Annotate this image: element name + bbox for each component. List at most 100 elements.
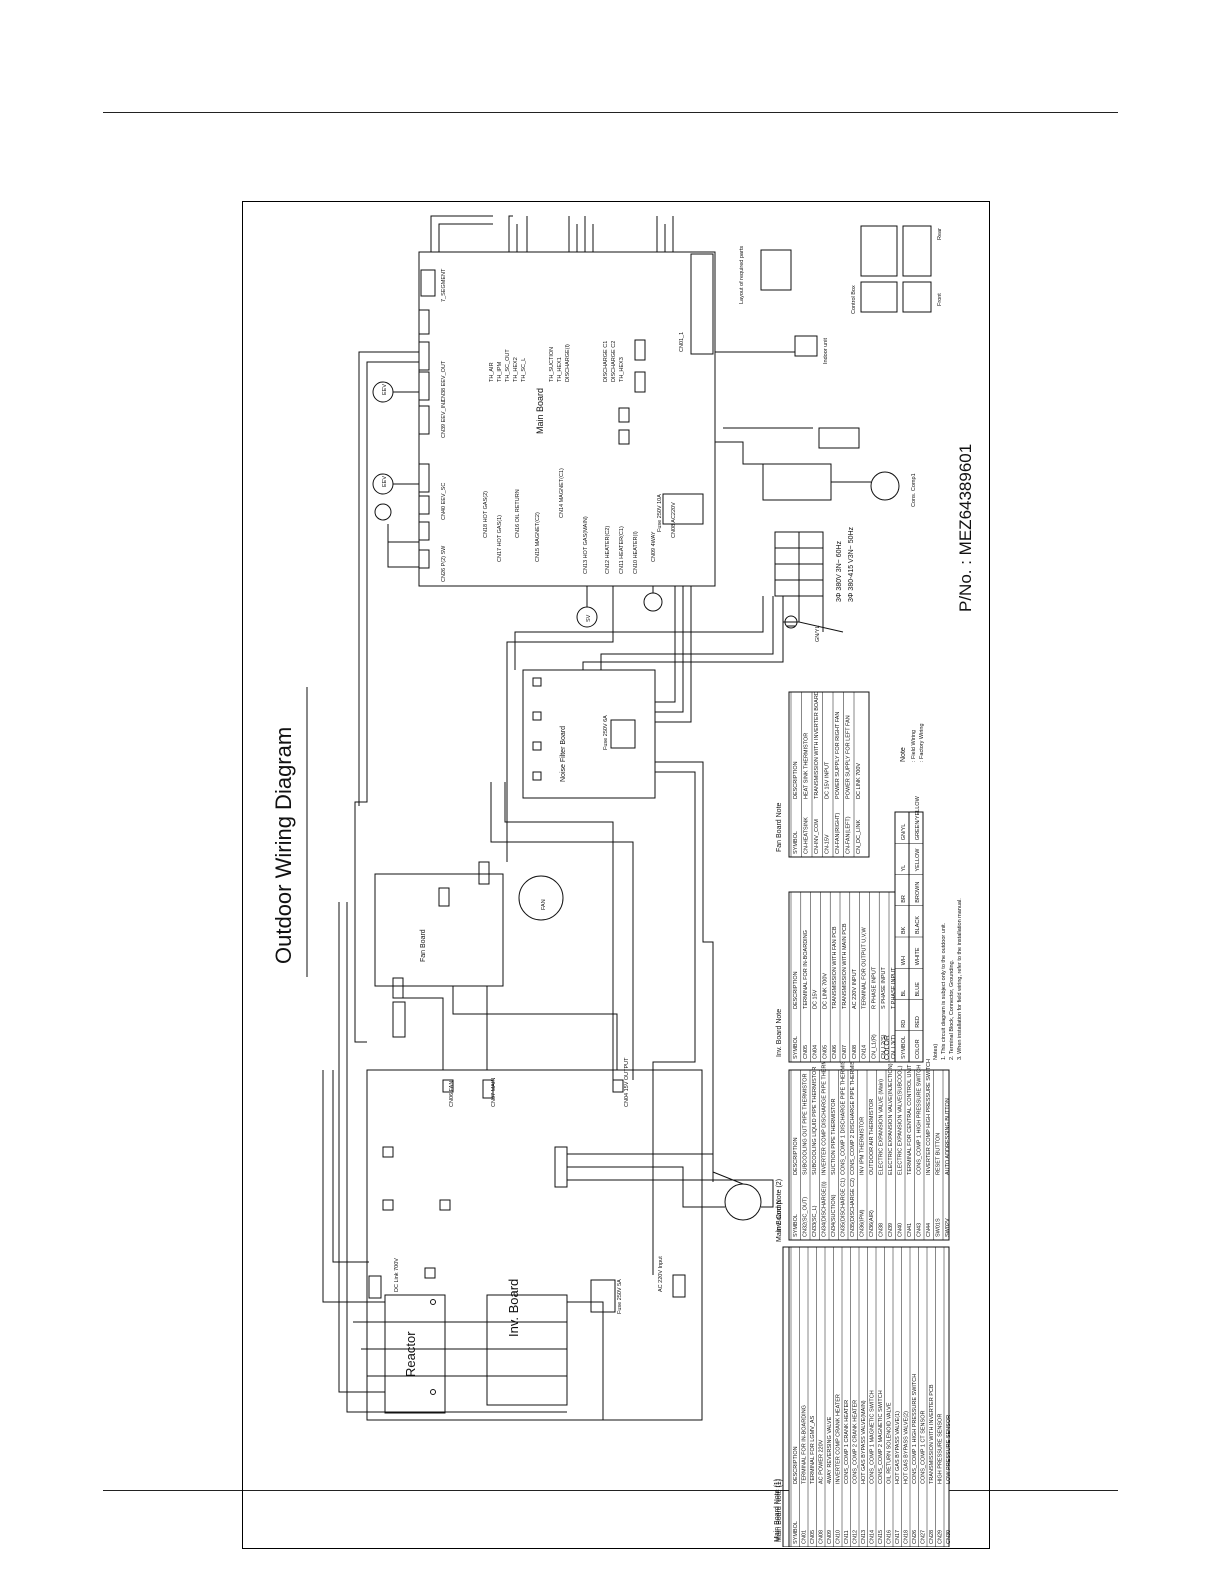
table-cell-symbol: SYMBOL: [793, 1214, 799, 1237]
thermistor-leads: [430, 215, 674, 252]
color-name-cell: RED: [915, 1016, 921, 1028]
table-cell-symbol: CN_DC_LINK: [856, 819, 862, 854]
cn06-label: CN06 FAN: [449, 1081, 455, 1107]
cn38-connector: [418, 371, 430, 401]
color-symbol-cell: BK: [901, 926, 907, 934]
table-cell-symbol: CN35(DISCHARGE C1): [841, 1178, 847, 1237]
color-symbol-cell: YL: [901, 865, 907, 872]
indoor-unit-terminal: [794, 335, 818, 357]
table-cell-symbol: CN-15V: [825, 834, 831, 854]
inv-board-box: [366, 1069, 703, 1421]
discharge-i-label: DISCHARGE(I): [565, 344, 571, 382]
table-cell-symbol: CN08: [819, 1530, 825, 1544]
table-cell-description: AC 220V INPUT: [852, 968, 858, 1009]
table-cell-description: OIL RETURN SOLENOID VALVE: [887, 1402, 893, 1484]
cn20-connector: [634, 339, 646, 361]
seven-segment: [420, 269, 436, 297]
fan-motor: [518, 875, 564, 921]
noise-filter-label: Noise Filter Board: [560, 726, 567, 782]
table-cell-description: HOT GAS BYPASS VALVE(1): [895, 1411, 901, 1484]
cn12-label: CN12 HEATER(C2): [605, 526, 611, 574]
cn05-label: DC Link 700V: [394, 1258, 400, 1292]
four-way-valve: [643, 592, 663, 612]
table-cell-symbol: CN_L2(S): [881, 1034, 887, 1059]
table-cell-symbol: CN33(SC_L): [812, 1205, 818, 1237]
cn17-label: CN17 HOT GAS(1): [497, 515, 503, 562]
table-cell-symbol: CN16: [887, 1530, 893, 1544]
color-title: COLOR: [884, 1035, 891, 1060]
table-cell-symbol: CN08: [852, 1045, 858, 1059]
table-cell-description: DC LINK 700V: [822, 973, 828, 1009]
table-cell-description: OUTDOOR AIR THERMISTOR: [869, 1099, 875, 1175]
control-box-noise: [860, 225, 898, 277]
table-cell-description: TRANSMISSION WITH FAN PCB: [832, 926, 838, 1009]
mbn1-title-2: Main Board Note (1): [776, 1479, 783, 1542]
note-3: 3. When installation for field wiring, r…: [957, 898, 963, 1060]
noise-filter-box: [522, 669, 656, 799]
table-cell-description: TRANSMISSION WITH INVERTER BOARD: [814, 691, 820, 799]
mbn2-title: Main Board Note (2): [776, 1179, 783, 1242]
table-cell-description: DESCRIPTION: [793, 1446, 799, 1484]
fan-note-title: Fan Board Note: [776, 802, 783, 852]
cn08-connector: [672, 1274, 686, 1298]
inv-note-table-box: [788, 891, 900, 1063]
nf-terminal-rd: [532, 741, 542, 751]
cn09-label: CN09 4WAY: [651, 531, 657, 562]
table-cell-description: 4WAY REVERSING VALVE: [827, 1416, 833, 1484]
table-cell-symbol: SYMBOL: [793, 1036, 799, 1059]
table-cell-symbol: CN01: [802, 1530, 808, 1544]
table-cell-description: TERMINAL FOR LGMV_AS: [810, 1415, 816, 1484]
color-symbol-cell: RD: [901, 1020, 907, 1028]
interconnect-wiring: [322, 351, 871, 1420]
table-cell-description: TERMINAL FOR IN-BOARDING: [802, 1405, 808, 1484]
fuse-10a: [662, 493, 704, 525]
cn04-connector: [612, 1079, 624, 1093]
legend-factory: : Factory Wiring: [919, 723, 925, 762]
nf-terminal-wh: [532, 711, 542, 721]
table-cell-description: LOW PRESSURE SENSOR: [946, 1415, 952, 1484]
cn29-connector: [418, 341, 430, 371]
table-cell-symbol: CN41: [907, 1223, 913, 1237]
table-cell-description: TERMINAL FOR IN-BOARDING: [803, 930, 809, 1009]
th-air-label: TH_AIR: [489, 362, 495, 382]
control-box-front: [902, 281, 932, 313]
table-cell-symbol: CN44: [926, 1223, 932, 1237]
table-cell-description: CONS_COMP 1 MAGNETIC SWITCH: [870, 1390, 876, 1484]
table-cell-symbol: CN-FAN(LEFT): [846, 816, 852, 854]
cn-l1-connector: [382, 1199, 394, 1211]
table-cell-description: TERMINAL FOR CENTRAL CONTROL UNIT: [907, 1064, 913, 1175]
table-cell-description: DC LINK 700V: [856, 763, 862, 799]
table-cell-description: AUTO ADDRESSING BUTTON: [945, 1098, 951, 1175]
cn07-label: CN07 MAIN: [491, 1078, 497, 1107]
table-cell-description: R PHASE INPUT: [871, 966, 877, 1009]
table-cell-symbol: CN_L1(R): [871, 1034, 877, 1059]
cn43-connector: [418, 521, 430, 541]
table-cell-symbol: CN06: [832, 1045, 838, 1059]
table-cell-symbol: CN-FAN(RIGHT): [835, 813, 841, 854]
table-cell-description: CONS_COMP 2 CRANK HEATER: [853, 1400, 859, 1484]
table-cell-symbol: CN38: [879, 1223, 885, 1237]
fan-motor-label: FAN: [541, 899, 547, 910]
cn16-label: CN16 OIL RETURN: [515, 489, 521, 538]
power-terminal-block: [486, 1294, 568, 1406]
cn40-connector: [418, 463, 430, 493]
nf-terminal-bk: [532, 677, 542, 687]
main-board-label: Main Board: [535, 388, 545, 434]
color-symbol-cell: BR: [901, 895, 907, 903]
eev-inj: [374, 503, 392, 521]
table-cell-description: TERMINAL FOR OUTPUT U,V,W: [862, 926, 868, 1009]
table-cell-symbol: CN11: [844, 1530, 850, 1544]
ct-sensor: [818, 427, 860, 449]
table-cell-symbol: CN04: [813, 1045, 819, 1059]
table-cell-description: CONS_COMP 1 HIGH PRESSURE SWITCH: [912, 1374, 918, 1484]
table-cell-description: ELECTRIC EXPANSION VALVE (Main): [879, 1079, 885, 1175]
color-name-cell: WHITE: [915, 947, 921, 965]
th-sc-out-label: TH_SC_OUT: [505, 349, 511, 382]
cn39-label: CN39 EEV_INJ: [441, 400, 447, 438]
cn07-connector: [482, 1079, 494, 1099]
wiring-diagram: Outdoor Wiring Diagram P/No. : MEZ643896…: [271, 215, 975, 1547]
cn18-label: CN18 HOT GAS(2): [483, 491, 489, 538]
table-cell-symbol: CN36(IPM): [860, 1209, 866, 1237]
